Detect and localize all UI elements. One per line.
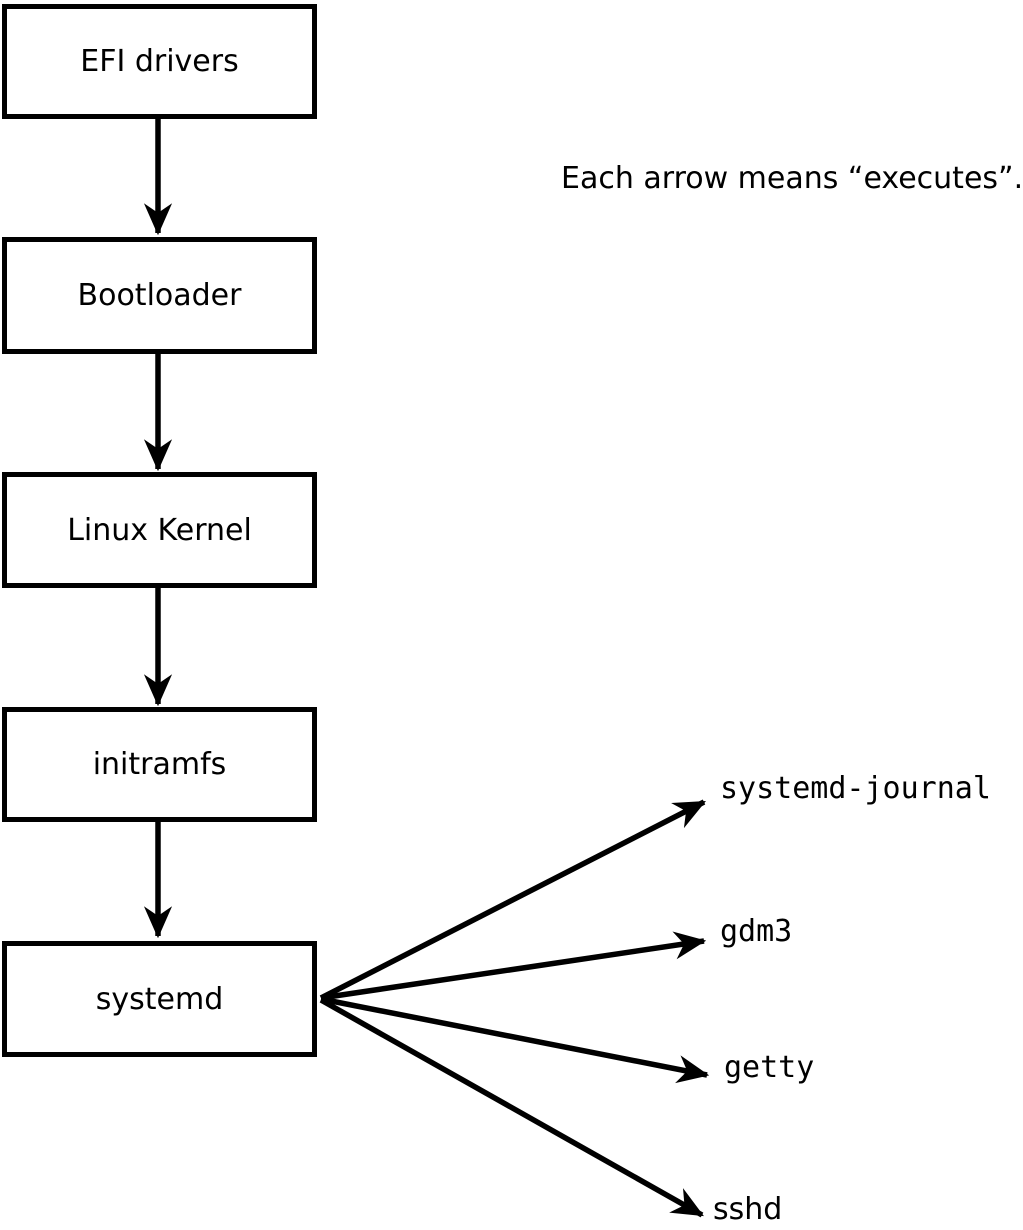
process-label-getty: getty — [724, 1050, 815, 1085]
process-label-sshd: sshd — [713, 1192, 783, 1227]
arrow-systemd-to-sshd — [319, 997, 704, 1218]
node-efi-drivers: EFI drivers — [2, 4, 317, 119]
node-linux-kernel: Linux Kernel — [2, 472, 317, 588]
legend-note: Each arrow means “executes”. — [561, 161, 1023, 196]
node-systemd-label: systemd — [95, 981, 224, 1017]
arrow-systemd-to-getty — [320, 996, 710, 1084]
node-linux-kernel-label: Linux Kernel — [67, 512, 252, 548]
process-label-gdm3: gdm3 — [720, 914, 793, 949]
node-systemd: systemd — [2, 941, 317, 1057]
node-initramfs-label: initramfs — [92, 747, 227, 782]
node-bootloader-label: Bootloader — [77, 278, 242, 313]
arrow-systemd-to-systemd-journal — [319, 799, 706, 1001]
node-efi-drivers-label: EFI drivers — [80, 44, 239, 79]
process-label-systemd-journal: systemd-journal — [720, 771, 991, 806]
arrow-systemd-to-gdm3 — [320, 931, 707, 1001]
node-bootloader: Bootloader — [2, 237, 317, 354]
node-initramfs: initramfs — [2, 707, 317, 822]
